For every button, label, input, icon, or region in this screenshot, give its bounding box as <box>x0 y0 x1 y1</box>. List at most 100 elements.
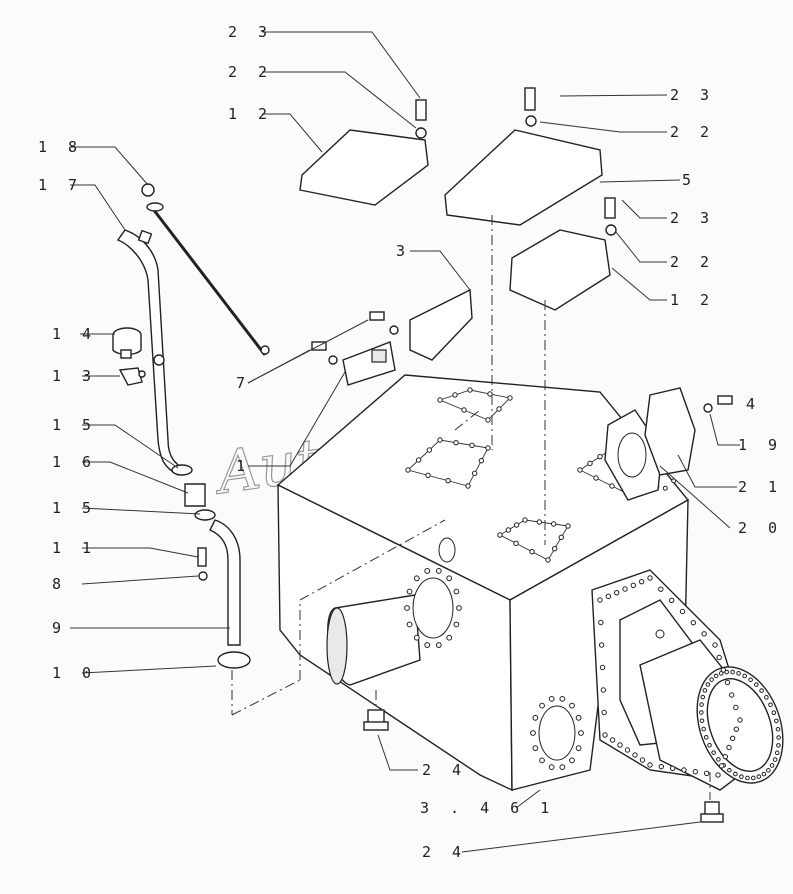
bolt-hole <box>471 470 478 477</box>
bolt-hole <box>761 771 767 777</box>
bolt-hole <box>716 757 721 762</box>
bolt-hole <box>701 726 706 732</box>
bolt-hole <box>745 775 750 781</box>
callout-12: 1 2 <box>228 105 273 123</box>
bolt-hole <box>692 768 699 775</box>
bolt-hole <box>775 726 781 732</box>
callout-1: 1 <box>236 457 251 475</box>
bolt-hole <box>404 605 410 611</box>
bolt-hole <box>771 710 777 715</box>
bolt-hole <box>548 764 555 771</box>
bolt-hole <box>712 642 718 648</box>
callout-10: 1 0 <box>52 664 97 682</box>
bolt-hole <box>598 619 604 626</box>
bolt-hole <box>772 757 778 762</box>
bolt-hole <box>529 548 535 555</box>
cover-plate-12-lower <box>509 229 611 311</box>
cover-plate-5 <box>444 129 603 226</box>
bolt-hole <box>478 457 485 464</box>
bolt-hole <box>690 619 697 626</box>
bolt-hole <box>539 757 545 764</box>
bolt-hole <box>539 702 545 709</box>
bolt-hole <box>750 775 756 781</box>
bolt-hole <box>720 667 727 673</box>
bolt-hole <box>425 472 431 479</box>
bolt-hole <box>774 718 779 724</box>
bolt-hole <box>766 768 771 773</box>
bolt-hole <box>406 621 413 628</box>
bolt-hole <box>709 677 714 682</box>
callout-12-right: 1 2 <box>670 291 715 309</box>
cover-plate-3 <box>409 288 473 361</box>
bolt-hole <box>769 763 775 768</box>
bolt-hole <box>699 702 704 707</box>
bolt-hole <box>662 485 668 491</box>
bolt-hole <box>569 757 575 764</box>
bolt-hole <box>548 695 555 702</box>
hose-16 <box>184 483 206 507</box>
bolt-hole <box>437 397 443 403</box>
bolt-hole <box>505 527 512 533</box>
bracket-1 <box>342 341 396 386</box>
callout-23: 2 3 <box>228 23 273 41</box>
bolt-hole <box>729 735 736 742</box>
bolt-hole <box>776 735 781 740</box>
bolt-hole <box>759 688 764 693</box>
callout-14: 1 4 <box>52 325 97 343</box>
bolt-hole <box>597 453 603 460</box>
bolt-hole <box>638 578 645 585</box>
bolt-hole <box>722 753 729 760</box>
bolt-hole <box>733 771 738 777</box>
bolt-hole <box>718 763 725 769</box>
callout-24-left: 2 4 <box>422 761 467 779</box>
callout-22-right: 2 2 <box>670 123 715 141</box>
bolt-hole <box>405 467 411 473</box>
bolt-hole <box>559 764 566 771</box>
bolt-hole <box>413 634 420 641</box>
bolt-hole <box>593 475 599 481</box>
bolt-hole <box>469 442 475 449</box>
bolt-hole <box>545 557 551 563</box>
bolt-hole <box>703 770 710 777</box>
callout-21: 2 1 <box>738 478 783 496</box>
leader-lines <box>70 31 740 853</box>
callout-13: 1 3 <box>52 367 97 385</box>
bolt-hole <box>705 682 711 687</box>
bolt-hole <box>435 568 442 574</box>
callout-23-mid: 2 3 <box>670 209 715 227</box>
bolt-hole <box>727 767 732 773</box>
bolt-hole <box>551 545 558 552</box>
bolt-hole <box>668 597 675 604</box>
bolt-hole <box>598 642 605 648</box>
assembly-lines <box>231 215 711 800</box>
bolt-hole <box>532 714 539 721</box>
callout-3-461: 3 . 4 6 1 <box>420 799 555 817</box>
breather-14 <box>112 327 142 359</box>
callout-7: 7 <box>236 374 251 392</box>
callout-15-lower: 1 5 <box>52 499 97 517</box>
bolt-hole <box>485 445 491 451</box>
elbow-13 <box>118 367 146 386</box>
bolt-hole <box>550 521 557 527</box>
bolt-hole <box>647 762 653 768</box>
bolts-and-washers <box>311 87 733 823</box>
callout-24-bottom: 2 4 <box>422 843 467 861</box>
bolt-hole <box>453 588 460 595</box>
bolt-hole <box>739 774 744 779</box>
bolt-hole <box>624 747 631 753</box>
bolt-hole <box>605 593 612 600</box>
bolt-hole <box>609 483 615 489</box>
bolt-hole <box>730 669 735 675</box>
bolt-hole <box>456 605 462 611</box>
callout-11: 1 1 <box>52 539 97 557</box>
bolt-hole <box>413 575 420 582</box>
bolt-hole <box>776 743 781 748</box>
bolt-hole <box>726 744 732 751</box>
callout-15-upper: 1 5 <box>52 416 97 434</box>
callout-5: 5 <box>682 171 697 189</box>
bolt-hole <box>569 702 575 709</box>
bolt-hole <box>764 695 769 700</box>
callout-19: 1 9 <box>738 436 783 454</box>
plate-21 <box>644 387 696 476</box>
